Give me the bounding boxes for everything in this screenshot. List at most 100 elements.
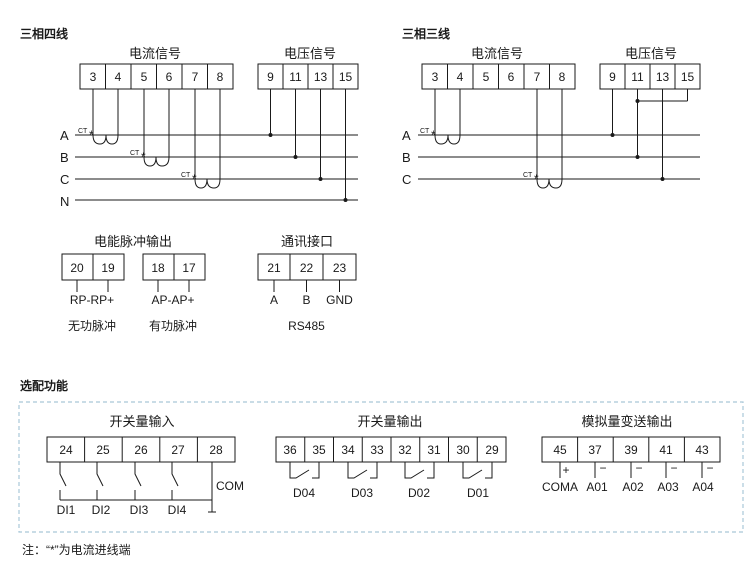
footnote: 注：“*”为电流进线端 [22, 542, 131, 557]
phase-label-c: C [402, 172, 411, 187]
switch-input-group: 开关量输入 24 25 26 27 28 DI1 DI2 DI3 DI4 COM [46, 414, 244, 517]
four-wire-title: 三相四线 [20, 26, 68, 41]
minus-sign: − [599, 461, 606, 475]
terminal-label: 15 [681, 70, 695, 84]
comm-protocol: RS485 [288, 319, 325, 333]
terminal-label: 3 [432, 70, 439, 84]
do-label: D04 [293, 486, 315, 500]
junction-dot [635, 155, 640, 159]
comm-section: 通讯接口 21 22 23 A B GND RS485 [257, 234, 357, 333]
terminal-label: 6 [508, 70, 515, 84]
com-label: COM [216, 479, 244, 493]
terminal-label: 4 [457, 70, 464, 84]
terminal-label: 28 [209, 443, 223, 457]
terminal-label: 29 [485, 443, 499, 457]
ct-coil-c [194, 89, 221, 189]
ct-label: CT [78, 128, 88, 135]
terminal-label: 32 [398, 443, 412, 457]
terminal-label: 4 [115, 70, 122, 84]
terminal-label: 13 [656, 70, 670, 84]
switch-icon [96, 462, 104, 500]
three-wire-current-label: 电流信号 [471, 46, 523, 61]
terminal-label: 20 [70, 261, 84, 275]
minus-sign: − [670, 461, 677, 475]
relay-contact-icon [347, 462, 378, 479]
phase-label-c: C [60, 172, 69, 187]
switch-output-title: 开关量输出 [357, 414, 422, 429]
terminal-label: 26 [134, 443, 148, 457]
junction-dot [610, 133, 615, 137]
terminal-label: 8 [559, 70, 566, 84]
switch-icon [171, 462, 179, 500]
terminal-label: 17 [182, 261, 196, 275]
terminal-label: 7 [192, 70, 199, 84]
di-label: DI2 [92, 503, 111, 517]
ct-label: CT [523, 172, 533, 179]
terminal-label: 5 [141, 70, 148, 84]
terminal-label: 34 [341, 443, 355, 457]
four-wire-section: 三相四线 电流信号 电压信号 3 4 5 6 7 8 9 11 13 15 A … [20, 26, 359, 209]
terminal-label: 39 [624, 443, 638, 457]
terminal-label: 7 [534, 70, 541, 84]
switch-icon [134, 462, 142, 500]
ao-label: A04 [692, 480, 714, 494]
ao-label: A01 [586, 480, 608, 494]
four-wire-voltage-label: 电压信号 [284, 46, 336, 61]
ao-label: COMA [542, 480, 578, 494]
terminal-label: 18 [151, 261, 165, 275]
analog-output-block [541, 436, 721, 463]
terminal-label: 41 [659, 443, 673, 457]
junction-dot [318, 177, 323, 181]
junction-dot [293, 155, 298, 159]
switch-icon [59, 462, 67, 500]
phase-label-a: A [60, 128, 69, 143]
reactive-pulse-label: 无功脉冲 [68, 318, 116, 333]
ao-label: A02 [622, 480, 644, 494]
comm-pin-a: A [270, 293, 278, 307]
terminal-label: 9 [267, 70, 274, 84]
terminal-label: 22 [300, 261, 314, 275]
ct-label: CT [420, 128, 430, 135]
phase-label-b: B [402, 150, 411, 165]
ct-label: CT [130, 150, 140, 157]
terminal-label: 8 [217, 70, 224, 84]
terminal-label: 27 [171, 443, 185, 457]
ct-label: CT [181, 172, 191, 179]
di-label: DI4 [168, 503, 187, 517]
ct-coil-b [143, 89, 170, 167]
four-wire-current-label: 电流信号 [129, 46, 181, 61]
terminal-label: 25 [96, 443, 110, 457]
relay-contact-icon [289, 462, 320, 479]
terminal-label: 3 [90, 70, 97, 84]
di-label: DI3 [130, 503, 149, 517]
junction-dot [343, 198, 348, 202]
terminal-label: 43 [695, 443, 709, 457]
junction-dot [268, 133, 273, 137]
terminal-label: 13 [314, 70, 328, 84]
ct-star-icon: * [89, 128, 94, 142]
terminal-label: 5 [483, 70, 490, 84]
terminal-label: 31 [427, 443, 441, 457]
terminal-label: 11 [289, 70, 302, 84]
do-label: D03 [351, 486, 373, 500]
terminal-label: 33 [370, 443, 384, 457]
terminal-label: 37 [588, 443, 602, 457]
pulse-output-section: 电能脉冲输出 20 19 RP-RP+ 无功脉冲 18 17 AP-AP+ 有功… [61, 234, 206, 333]
phase-label-b: B [60, 150, 69, 165]
do-label: D01 [467, 486, 489, 500]
comm-pin-gnd: GND [326, 293, 353, 307]
pulse-output-title: 电能脉冲输出 [94, 234, 172, 249]
minus-sign: − [706, 461, 713, 475]
minus-sign: − [635, 461, 642, 475]
comm-title: 通讯接口 [281, 234, 333, 249]
terminal-label: 11 [631, 70, 644, 84]
switch-input-title: 开关量输入 [109, 414, 174, 429]
phase-label-n: N [60, 194, 69, 209]
terminal-label: 15 [339, 70, 353, 84]
di-label: DI1 [57, 503, 76, 517]
ct-coil-a [92, 89, 119, 145]
reactive-pins: RP-RP+ [70, 293, 114, 307]
terminal-label: 36 [283, 443, 297, 457]
phase-label-a: A [402, 128, 411, 143]
